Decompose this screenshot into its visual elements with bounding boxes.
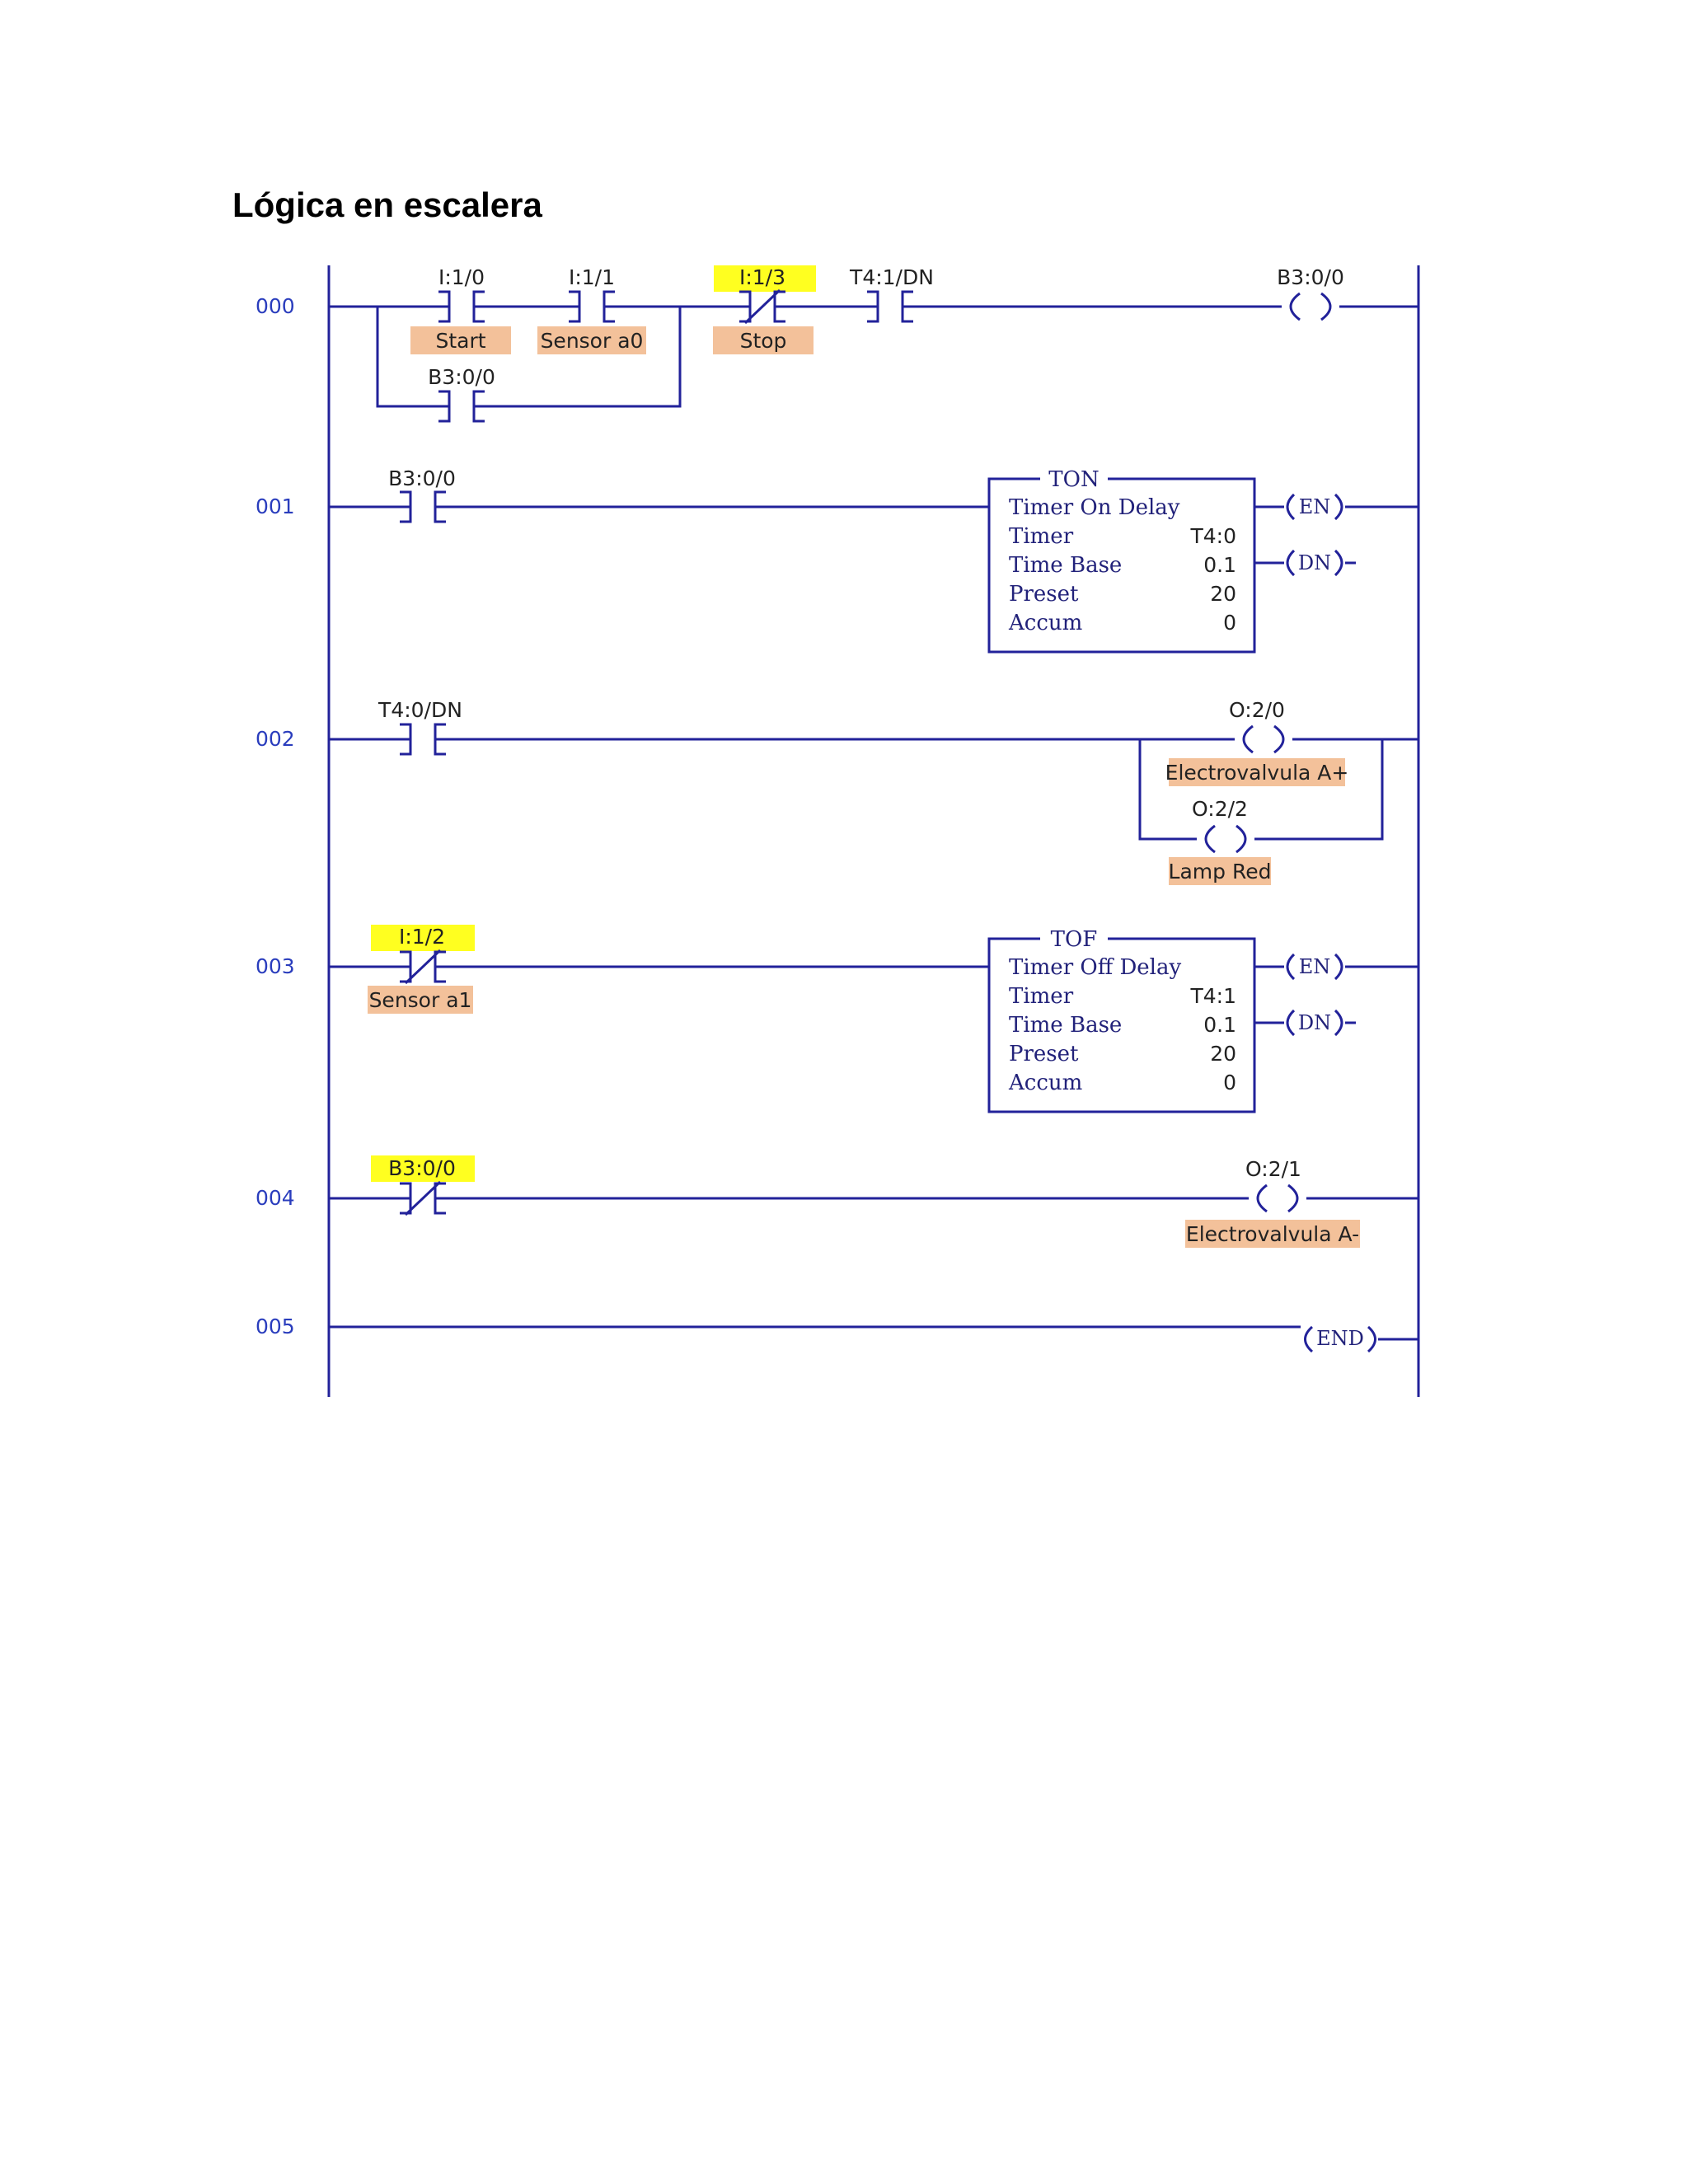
comment-sensor-a1-bg <box>368 986 473 1014</box>
preset-value: 20 <box>1210 1042 1236 1066</box>
rung-number: 000 <box>256 294 295 318</box>
rung-002: 002 T4:0/DN O:2/0 Electrovalvula A+ O:2/… <box>256 698 1418 885</box>
contact-address: B3:0/0 <box>388 1156 456 1180</box>
preset-label: Preset <box>1009 582 1079 607</box>
rung-number: 003 <box>256 954 295 978</box>
rung-003: 003 I:1/2 Sensor a1 TOF Timer Off Delay … <box>256 925 1418 1113</box>
timer-type: TON <box>1048 467 1099 492</box>
highlight-b3-0-0-address <box>371 1155 475 1182</box>
end-label: END <box>1316 1327 1364 1350</box>
rung-000: 000 I:1/0 Start I:1/1 Sensor a0 <box>256 265 1418 423</box>
coil-comment: Electrovalvula A+ <box>1165 761 1349 785</box>
contact-address: B3:0/0 <box>388 466 456 490</box>
rung-number: 001 <box>256 494 295 518</box>
coil-address: B3:0/0 <box>1277 265 1344 289</box>
contact-sensor-a1[interactable]: I:1/2 <box>394 925 452 985</box>
contact-b3-0-0-nc[interactable]: B3:0/0 <box>388 1156 456 1216</box>
contact-address: I:1/0 <box>438 265 485 289</box>
preset-value: 20 <box>1210 582 1236 606</box>
en-label: EN <box>1299 495 1331 518</box>
end-instruction: END <box>1304 1325 1376 1353</box>
rung-number: 005 <box>256 1315 295 1338</box>
accum-label: Accum <box>1008 611 1082 635</box>
highlight-i-1-2-address <box>371 925 475 951</box>
rung-number: 002 <box>256 727 295 751</box>
contact-address: T4:1/DN <box>849 265 934 289</box>
contact-comment: Start <box>435 329 485 353</box>
highlight-stop-address <box>714 265 816 292</box>
dn-label: DN <box>1298 1011 1331 1034</box>
timer-en-output: EN <box>1286 953 1343 981</box>
rung-001: 001 B3:0/0 TON Timer On Delay Timer T4:0… <box>256 466 1418 654</box>
timer-label: Timer <box>1009 984 1074 1009</box>
page-title: Lógica en escalera <box>232 185 542 224</box>
comment-lamp-red-bg <box>1169 857 1271 885</box>
accum-value: 0 <box>1223 1071 1236 1094</box>
contact-stop[interactable]: I:1/3 <box>734 265 791 325</box>
timer-value: T4:0 <box>1189 524 1236 548</box>
preset-label: Preset <box>1009 1042 1079 1066</box>
timebase-label: Time Base <box>1009 553 1122 578</box>
ton-timer-block[interactable]: TON Timer On Delay Timer T4:0 Time Base … <box>987 466 1256 654</box>
accum-value: 0 <box>1223 611 1236 635</box>
timer-value: T4:1 <box>1189 984 1236 1008</box>
comment-start-bg <box>410 326 511 354</box>
coil-o-2-0[interactable]: O:2/0 <box>1229 698 1285 754</box>
coil-comment: Electrovalvula A- <box>1186 1222 1359 1246</box>
contact-address: I:1/3 <box>739 265 785 289</box>
contact-b3-seal-in[interactable]: B3:0/0 <box>428 365 495 423</box>
dn-label: DN <box>1298 551 1331 574</box>
rung-number: 004 <box>256 1186 295 1210</box>
contact-t4-1-dn[interactable]: T4:1/DN <box>849 265 934 323</box>
coil-b3-0-0[interactable]: B3:0/0 <box>1277 265 1344 321</box>
contact-b3-0-0[interactable]: B3:0/0 <box>388 466 456 523</box>
coil-address: O:2/2 <box>1192 797 1248 821</box>
contact-address: I:1/1 <box>569 265 615 289</box>
timer-name: Timer Off Delay <box>1009 955 1181 980</box>
timer-dn-output: DN <box>1286 1009 1343 1037</box>
accum-label: Accum <box>1008 1071 1082 1095</box>
rung-005: 005 END <box>256 1315 1418 1353</box>
contact-sensor-a0[interactable]: I:1/1 <box>563 265 621 323</box>
timer-en-output: EN <box>1286 493 1343 521</box>
timebase-value: 0.1 <box>1203 553 1236 577</box>
coil-o-2-2[interactable]: O:2/2 <box>1192 797 1248 854</box>
timebase-label: Time Base <box>1009 1013 1122 1038</box>
coil-o-2-1[interactable]: O:2/1 <box>1245 1157 1301 1213</box>
contact-start[interactable]: I:1/0 <box>433 265 490 323</box>
coil-address: O:2/0 <box>1229 698 1285 722</box>
en-label: EN <box>1299 955 1331 978</box>
contact-comment: Sensor a0 <box>541 329 644 353</box>
comment-electrovalvula-a-plus-bg <box>1169 758 1345 786</box>
contact-comment: Stop <box>740 329 787 353</box>
comment-electrovalvula-a-minus-bg <box>1185 1220 1360 1248</box>
rung-004: 004 B3:0/0 O:2/1 Electrovalvula A- <box>256 1155 1418 1248</box>
contact-t4-0-dn[interactable]: T4:0/DN <box>377 698 462 756</box>
coil-comment: Lamp Red <box>1169 860 1272 883</box>
contact-comment: Sensor a1 <box>369 988 472 1012</box>
contact-address: B3:0/0 <box>428 365 495 389</box>
timebase-value: 0.1 <box>1203 1013 1236 1037</box>
timer-type: TOF <box>1051 927 1098 952</box>
contact-address: T4:0/DN <box>377 698 462 722</box>
comment-stop-bg <box>713 326 814 354</box>
coil-address: O:2/1 <box>1245 1157 1301 1181</box>
timer-dn-output: DN <box>1286 549 1343 577</box>
timer-label: Timer <box>1009 524 1074 549</box>
comment-sensor-a0-bg <box>537 326 646 354</box>
tof-timer-block[interactable]: TOF Timer Off Delay Timer T4:1 Time Base… <box>987 926 1256 1113</box>
timer-name: Timer On Delay <box>1009 495 1180 520</box>
contact-address: I:1/2 <box>399 925 445 949</box>
